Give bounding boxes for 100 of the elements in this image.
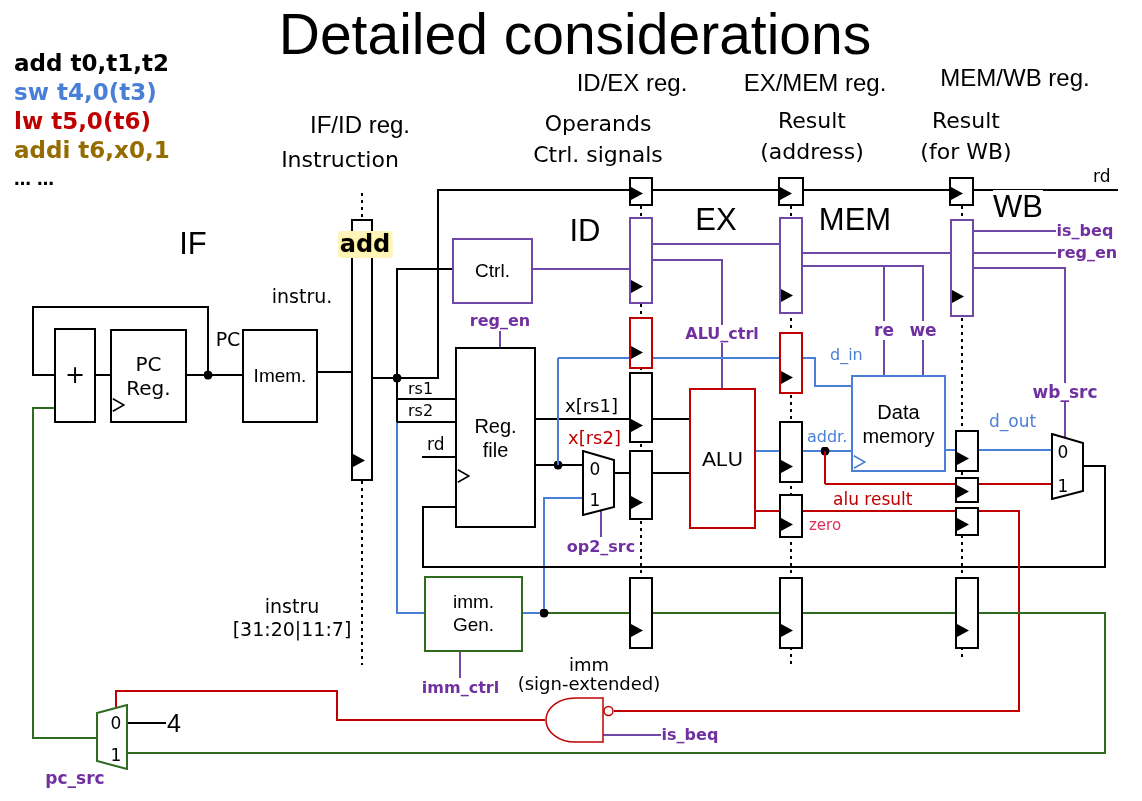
register-file-block xyxy=(455,347,536,528)
wire xyxy=(652,243,780,245)
adder-block xyxy=(54,328,96,423)
wire xyxy=(421,456,456,458)
mux-input-label: 0 xyxy=(589,459,601,479)
pipeline-register xyxy=(779,577,803,649)
wire xyxy=(32,306,209,376)
wire xyxy=(600,510,602,538)
wire xyxy=(602,734,662,736)
control-block xyxy=(452,238,533,304)
box-label: + xyxy=(64,361,86,390)
wire xyxy=(755,450,780,452)
wire xyxy=(127,722,167,724)
wire xyxy=(652,612,780,614)
wire xyxy=(396,398,398,423)
wire xyxy=(614,472,630,474)
multiplexer xyxy=(582,450,615,516)
wire xyxy=(557,357,559,466)
multiplexer xyxy=(96,704,128,770)
box-label: Reg. file xyxy=(474,413,517,462)
wire xyxy=(802,510,956,512)
wire xyxy=(459,651,461,679)
signal-name: reg_en xyxy=(1056,243,1118,263)
wire xyxy=(978,483,1052,485)
wire xyxy=(973,189,1119,191)
pipeline-register xyxy=(629,177,653,206)
pipeline-register xyxy=(955,507,979,536)
wire xyxy=(499,330,501,348)
signal-label: imm (sign-extended) xyxy=(517,655,661,693)
pipeline-register xyxy=(629,450,653,520)
box-label: PC Reg. xyxy=(126,352,171,400)
pipeline-register xyxy=(629,317,653,369)
box-label: ALU xyxy=(702,445,743,472)
wire xyxy=(95,374,111,376)
multiplexer xyxy=(1051,433,1084,500)
wire xyxy=(32,407,97,739)
wire xyxy=(883,265,885,376)
wire xyxy=(652,189,779,191)
register-block xyxy=(110,329,187,423)
wire xyxy=(978,449,1052,451)
instruction-tag: add xyxy=(337,231,393,258)
pipeline-register xyxy=(778,177,804,206)
box-label: Imem. xyxy=(253,364,307,388)
signal-label: x[rs1] xyxy=(564,396,619,417)
pipeline-register xyxy=(955,430,979,472)
box-label: Data memory xyxy=(862,399,935,448)
signal-name: reg_en xyxy=(469,311,531,331)
alu-block xyxy=(689,388,756,529)
wire xyxy=(945,449,956,451)
pipeline-register xyxy=(949,177,974,206)
constant-label: 4 xyxy=(166,709,182,737)
wire xyxy=(802,357,852,387)
pipeline-register xyxy=(779,421,803,483)
mux-input-label: 1 xyxy=(1057,476,1069,496)
wire xyxy=(317,371,352,373)
immediate-generator-block xyxy=(424,576,523,652)
wire xyxy=(824,483,956,485)
wire xyxy=(883,265,924,376)
data-memory-block xyxy=(851,375,946,472)
wire xyxy=(557,357,630,359)
pipeline-register xyxy=(629,577,653,649)
wire xyxy=(396,421,456,423)
wire xyxy=(115,690,546,721)
pipeline-register xyxy=(779,217,803,314)
wire xyxy=(824,450,826,485)
wire xyxy=(535,418,630,420)
mux-input-label: 0 xyxy=(1057,442,1069,462)
signal-label: we xyxy=(908,321,938,341)
wire xyxy=(396,398,456,400)
wire xyxy=(127,612,1106,754)
pipeline-register xyxy=(955,477,979,503)
wire xyxy=(652,259,723,389)
mux-input-label: 1 xyxy=(110,745,122,765)
wire xyxy=(802,265,885,267)
wire xyxy=(396,421,425,614)
wire xyxy=(532,268,630,270)
wire xyxy=(422,465,1106,568)
pipeline-register xyxy=(955,577,979,649)
wire xyxy=(372,373,402,383)
and-gate xyxy=(545,697,614,743)
signal-label: ALU_ctrl xyxy=(684,325,760,343)
signal-label: wb_src xyxy=(1031,383,1099,403)
wire xyxy=(613,510,1020,712)
wire xyxy=(973,267,1066,439)
signal-name: is_beq xyxy=(661,725,719,745)
signal-label: d_in xyxy=(829,346,864,364)
pipeline-register xyxy=(629,372,653,443)
pipeline-register xyxy=(950,219,974,317)
wire xyxy=(802,446,830,456)
wire xyxy=(755,510,780,512)
wire xyxy=(522,608,549,618)
signal-name: imm_ctrl xyxy=(421,678,500,698)
wire xyxy=(802,252,951,254)
mux-input-label: 0 xyxy=(110,713,122,733)
signal-name: op2_src xyxy=(566,537,636,557)
signal-label: d_out xyxy=(988,412,1038,432)
mux-input-label: 1 xyxy=(589,490,601,510)
signal-name: is_beq xyxy=(1056,221,1114,241)
wire xyxy=(535,460,563,470)
wire xyxy=(973,230,1057,232)
